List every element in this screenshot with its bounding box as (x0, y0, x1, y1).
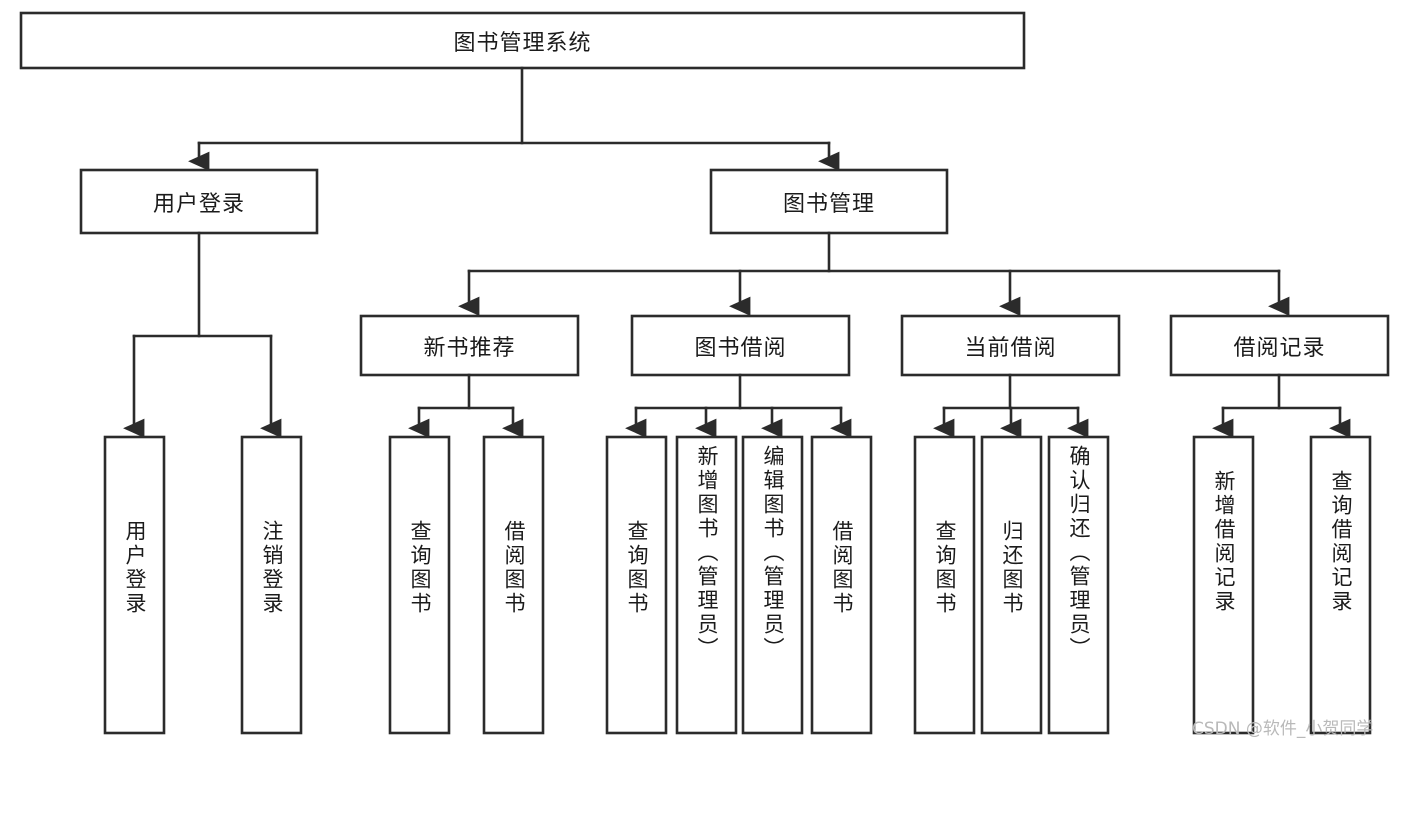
node-leaf-borrow-book-1-box[interactable] (482, 435, 545, 735)
node-leaf-confirm-return-box[interactable] (1047, 435, 1110, 735)
node-book-borrow-box[interactable] (630, 314, 851, 377)
node-leaf-edit-book-box[interactable] (741, 435, 804, 735)
node-user-login-box[interactable] (79, 168, 319, 235)
node-root-box[interactable] (19, 11, 1026, 70)
node-leaf-return-book-box[interactable] (980, 435, 1043, 735)
node-leaf-query-record-box[interactable] (1309, 435, 1372, 735)
node-leaf-add-book-box[interactable] (675, 435, 738, 735)
node-book-management-box[interactable] (709, 168, 949, 235)
flowchart-diagram: 图书管理系统 用户登录 图书管理 新书推荐 图书借阅 当前借阅 借阅记录 用户登… (19, 11, 1390, 739)
node-current-borrow-box[interactable] (900, 314, 1121, 377)
node-leaf-borrow-book-2-box[interactable] (810, 435, 873, 735)
flowchart-svg (19, 11, 1390, 735)
node-borrow-record-box[interactable] (1169, 314, 1390, 377)
node-leaf-query-book-3-box[interactable] (913, 435, 976, 735)
node-leaf-add-record-box[interactable] (1192, 435, 1255, 735)
node-leaf-user-logout-box[interactable] (240, 435, 303, 735)
node-leaf-query-book-2-box[interactable] (605, 435, 668, 735)
node-leaf-user-login-box[interactable] (103, 435, 166, 735)
node-leaf-query-book-1-box[interactable] (388, 435, 451, 735)
node-new-book-recommend-box[interactable] (359, 314, 580, 377)
